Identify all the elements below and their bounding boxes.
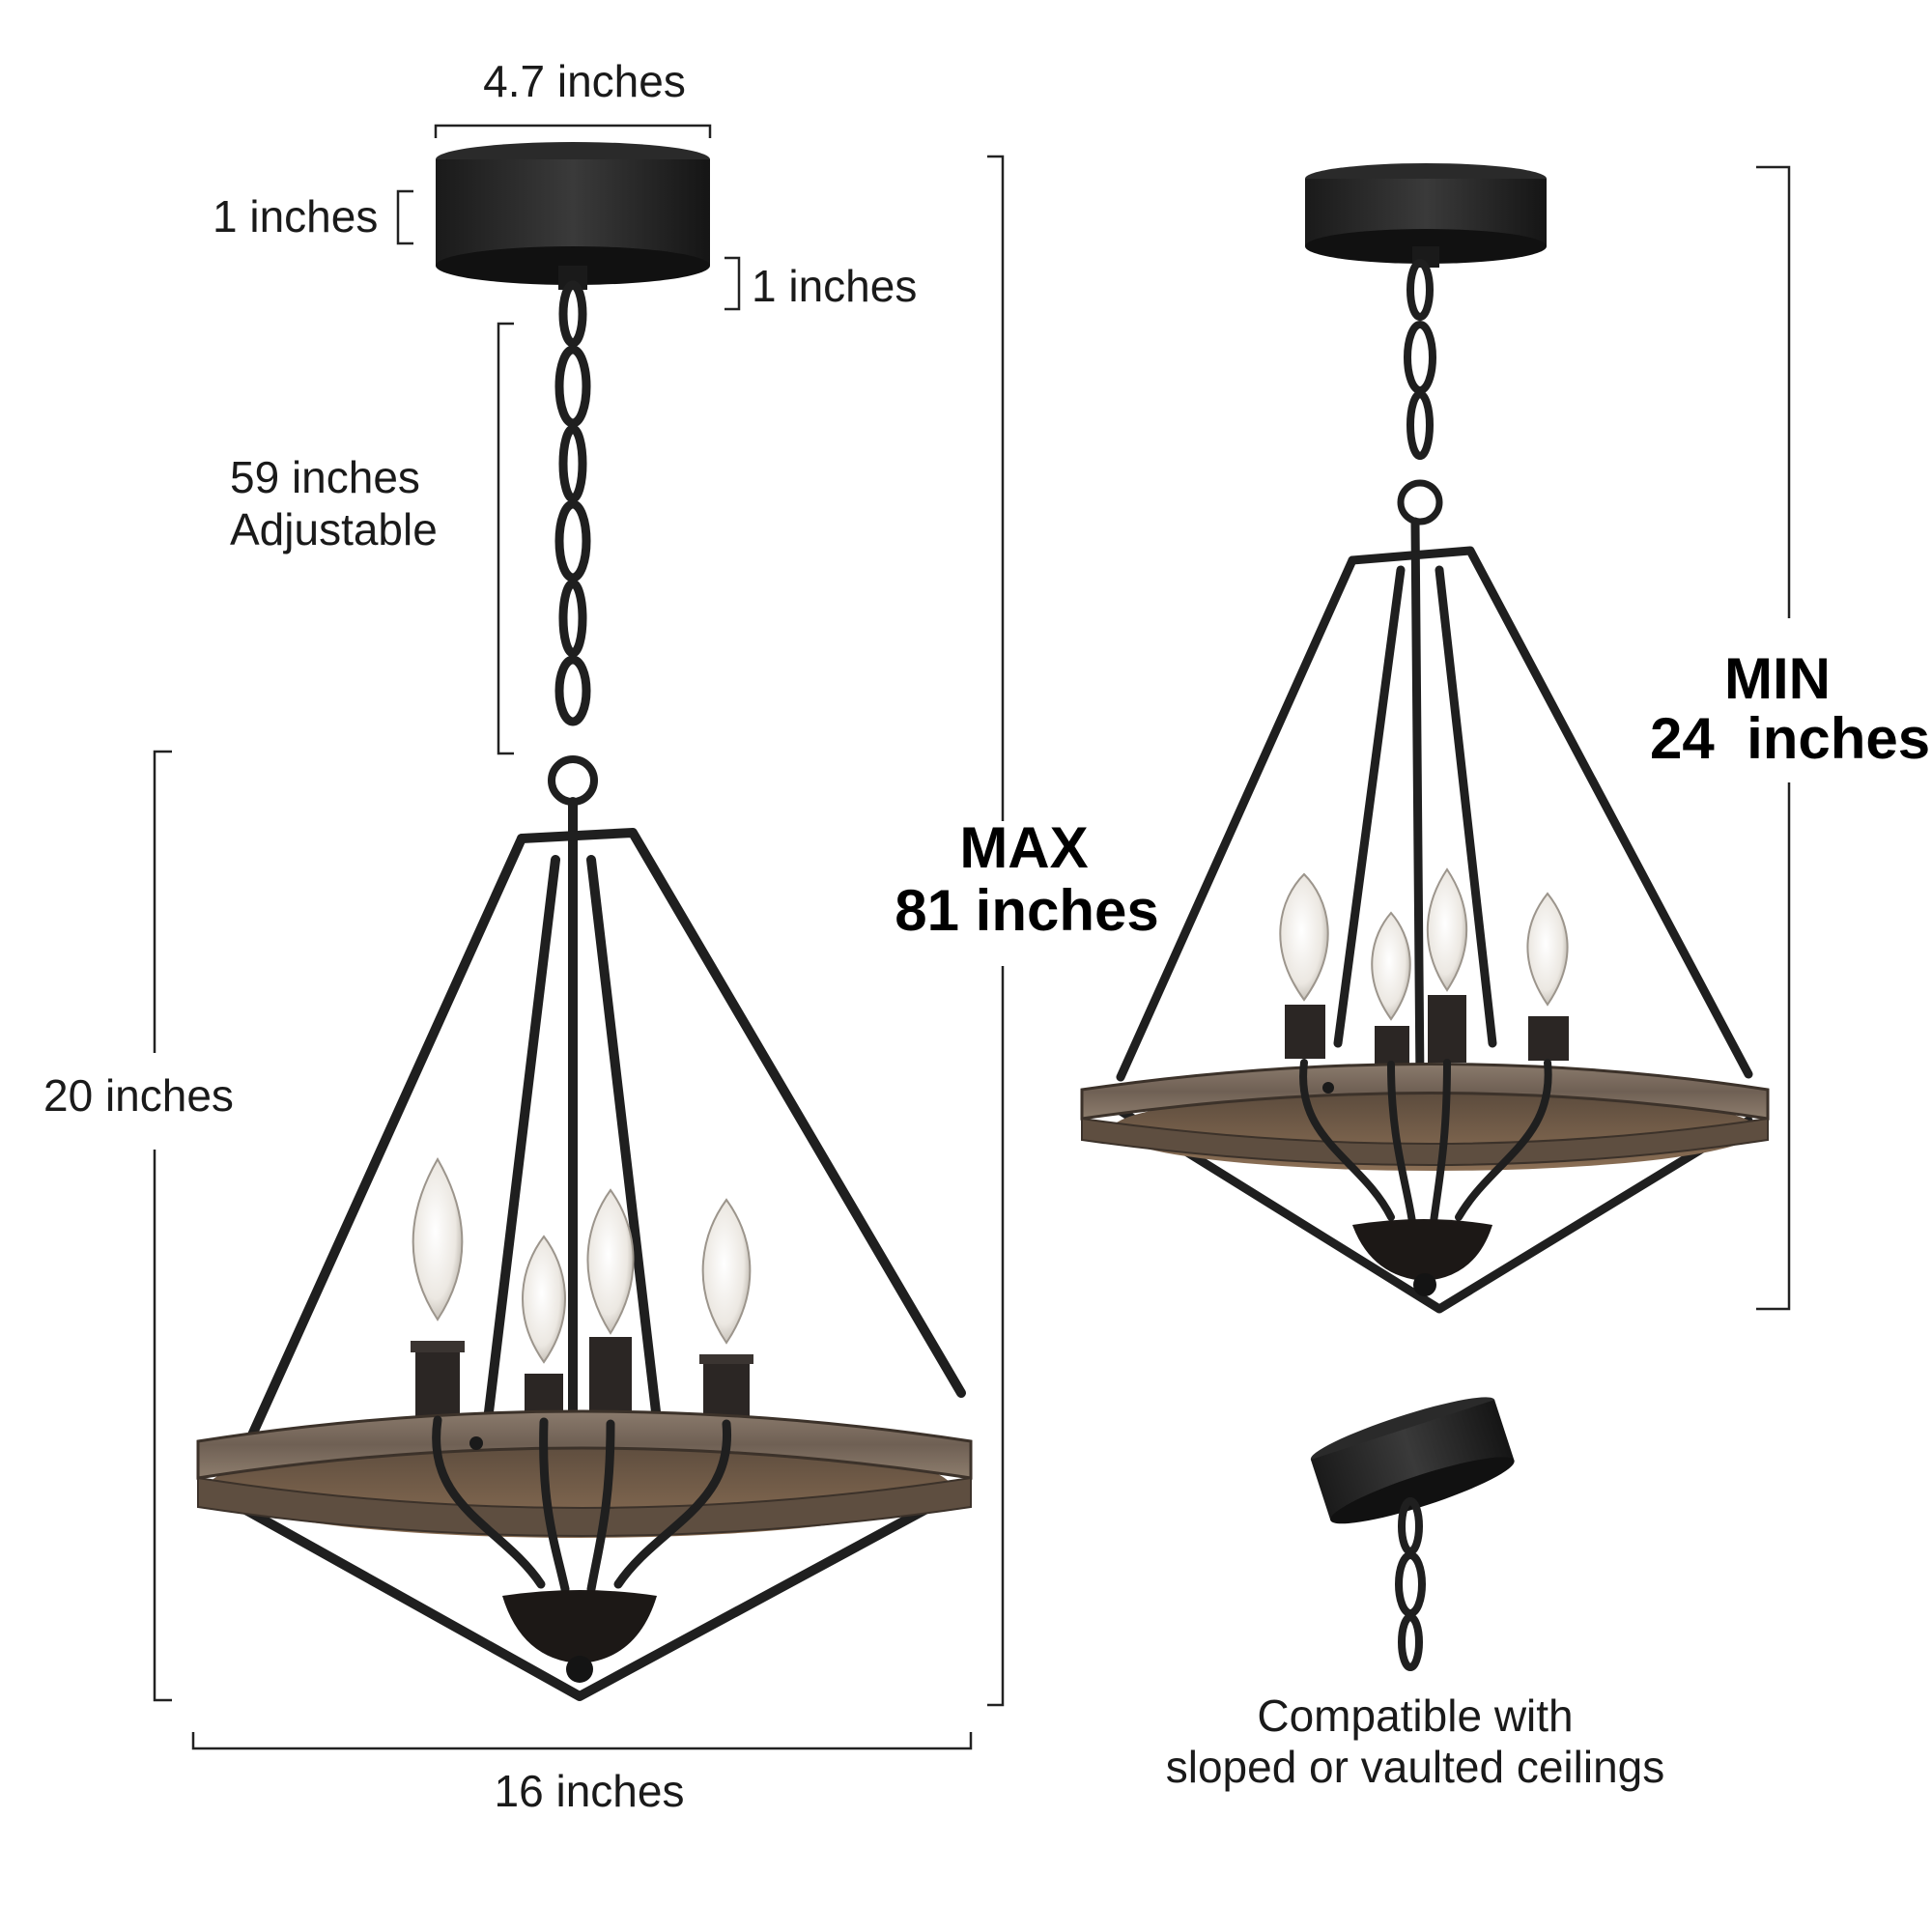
bulb-icon [699, 1198, 753, 1424]
canopy-icon [436, 142, 710, 290]
fixture-width-label: 16 inches [494, 1766, 685, 1816]
left-fixture [196, 142, 973, 1701]
bulb-icon [586, 1188, 635, 1424]
min-height-title: MIN [1724, 646, 1831, 711]
bowl-icon [1352, 1219, 1492, 1296]
chain-icon [1397, 259, 1443, 526]
caption-line-2: sloped or vaulted ceilings [1165, 1742, 1665, 1792]
candle-arms [432, 1415, 731, 1594]
canopy-height-label: 1 inches [213, 191, 379, 242]
bulb-icon [1426, 867, 1468, 1063]
fixture-height-label: 20 inches [43, 1070, 234, 1121]
max-height-value: 81 inches [895, 878, 1159, 943]
cage-frame [227, 797, 971, 1701]
min-height-value: 24 inches [1650, 706, 1931, 771]
bowl-icon [502, 1590, 657, 1683]
bulb-icon [1279, 872, 1329, 1059]
right-fixture [1080, 163, 1770, 1314]
dimension-lines [153, 124, 1791, 1750]
wood-ring [1080, 1063, 1770, 1171]
canopy-width-label: 4.7 inches [483, 56, 686, 106]
canopy-icon [1305, 163, 1547, 268]
canopy-to-chain-label: 1 inches [752, 261, 918, 311]
bulb-icon [522, 1235, 566, 1422]
sloped-canopy-icon [1310, 1397, 1515, 1671]
chain-adjustable-label: Adjustable [230, 504, 438, 554]
bulb-icon [1371, 911, 1411, 1065]
candle-arms [1299, 1059, 1552, 1226]
wood-ring [196, 1409, 973, 1538]
chain-icon [548, 280, 598, 806]
caption-line-1: Compatible with [1257, 1690, 1574, 1741]
bulb-icon [1526, 892, 1569, 1061]
cage-frame [1116, 517, 1753, 1314]
chain-length-label: 59 inches [230, 452, 420, 502]
max-height-title: MAX [959, 815, 1089, 880]
bulb-icon [411, 1156, 465, 1420]
